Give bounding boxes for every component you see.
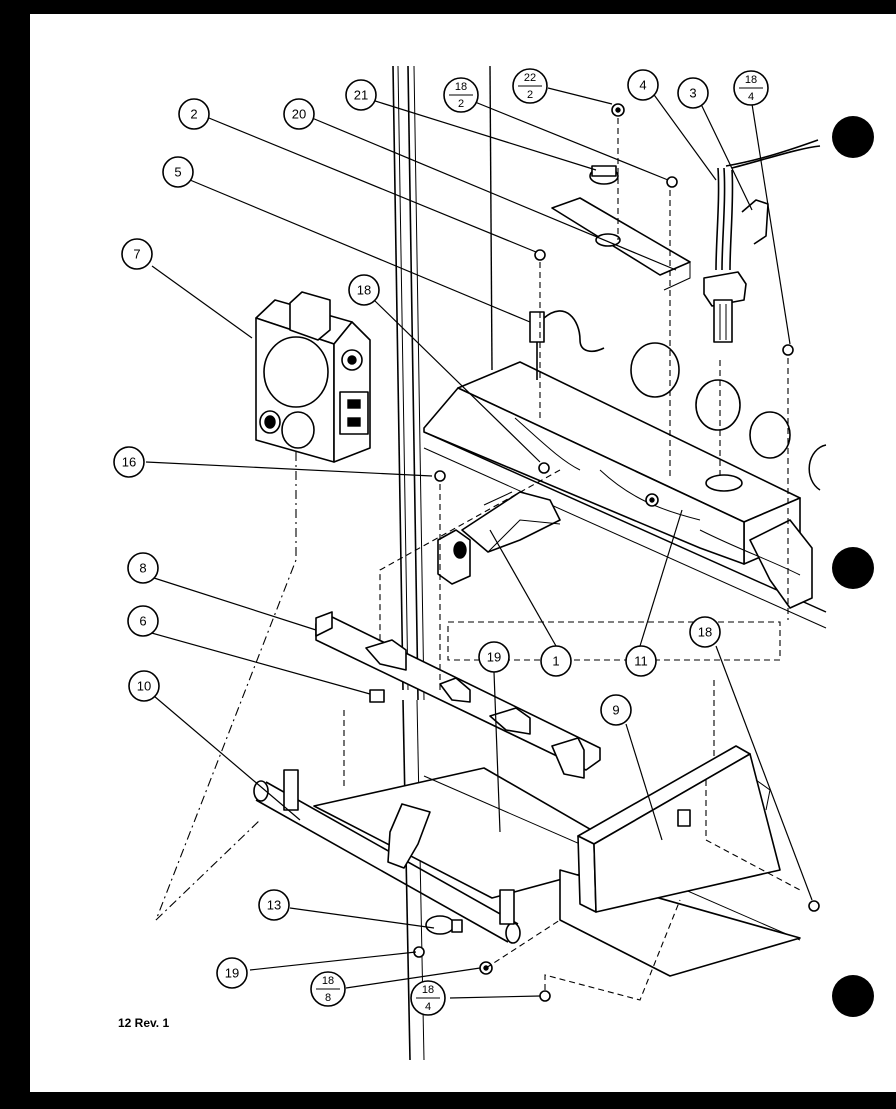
manifold-bracket bbox=[423, 361, 827, 629]
callout-11: 11 bbox=[625, 645, 657, 677]
callout-18-upper: 18 bbox=[348, 274, 380, 306]
leader-lines bbox=[145, 87, 813, 999]
pipe-clamp bbox=[425, 915, 463, 935]
callout-6-label: 6 bbox=[139, 614, 146, 629]
fraction-callout-18-2: 18 2 bbox=[443, 77, 479, 113]
fraction-callout-22-2: 22 2 bbox=[512, 68, 548, 104]
front-bracket bbox=[315, 611, 601, 779]
igniter bbox=[703, 139, 821, 343]
callout-5-label: 5 bbox=[174, 165, 181, 180]
callout-10: 10 bbox=[128, 670, 160, 702]
flame-sensor bbox=[529, 310, 605, 380]
fraction-callout-18-4-upper: 18 4 bbox=[733, 70, 769, 106]
callout-19-upper-label: 19 bbox=[487, 650, 501, 665]
callout-13-label: 13 bbox=[267, 898, 281, 913]
callout-20-label: 20 bbox=[292, 107, 306, 122]
fraction-callout-18-8-top: 18 bbox=[322, 975, 334, 987]
callout-1-label: 1 bbox=[552, 654, 559, 669]
callout-10-label: 10 bbox=[137, 679, 151, 694]
igniter-bracket bbox=[741, 199, 769, 245]
callout-1: 1 bbox=[540, 645, 572, 677]
binder-hole-bottom bbox=[832, 975, 874, 1017]
callout-16-label: 16 bbox=[122, 455, 136, 470]
callout-4-label: 4 bbox=[639, 78, 646, 93]
assembly-lines bbox=[155, 118, 801, 1001]
fraction-callout-18-4-lower-bottom: 4 bbox=[425, 1001, 431, 1013]
callout-6: 6 bbox=[127, 605, 159, 637]
fraction-callout-18-4-lower-top: 18 bbox=[422, 984, 434, 996]
fraction-callout-22-2-bottom: 2 bbox=[527, 89, 533, 101]
fraction-callout-18-4-lower: 18 4 bbox=[410, 980, 446, 1016]
burner-openings bbox=[630, 342, 827, 491]
fraction-callout-18-4-upper-bottom: 4 bbox=[748, 91, 754, 103]
callout-13: 13 bbox=[258, 889, 290, 921]
callout-19-lower: 19 bbox=[216, 957, 248, 989]
limit-switch bbox=[589, 165, 619, 185]
callout-19-lower-label: 19 bbox=[225, 966, 239, 981]
callout-4: 4 bbox=[627, 69, 659, 101]
callout-18-upper-label: 18 bbox=[357, 283, 371, 298]
fraction-callout-18-2-bottom: 2 bbox=[458, 98, 464, 110]
callout-16: 16 bbox=[113, 446, 145, 478]
callout-18-right-label: 18 bbox=[698, 625, 712, 640]
callout-20: 20 bbox=[283, 98, 315, 130]
sensor-plate bbox=[551, 197, 691, 291]
callout-21: 21 bbox=[345, 79, 377, 111]
callout-2: 2 bbox=[178, 98, 210, 130]
fraction-callout-18-4-upper-top: 18 bbox=[745, 74, 757, 86]
fraction-callout-18-2-top: 18 bbox=[455, 81, 467, 93]
binder-hole-middle bbox=[832, 547, 874, 589]
callout-9: 9 bbox=[600, 694, 632, 726]
callout-8: 8 bbox=[127, 552, 159, 584]
pilot-burner bbox=[437, 491, 561, 585]
binder-hole-top bbox=[832, 116, 874, 158]
callout-3-label: 3 bbox=[689, 86, 696, 101]
fraction-callout-18-8-bottom: 8 bbox=[325, 992, 331, 1004]
callout-11-label: 11 bbox=[634, 654, 648, 669]
callout-9-label: 9 bbox=[612, 703, 619, 718]
junction-box bbox=[577, 745, 781, 913]
callout-19-upper: 19 bbox=[478, 641, 510, 673]
fraction-callout-18-8: 18 8 bbox=[310, 971, 346, 1007]
callout-3: 3 bbox=[677, 77, 709, 109]
sheet-revision-label: 12 Rev. 1 bbox=[118, 1016, 170, 1030]
callout-7: 7 bbox=[121, 238, 153, 270]
callout-7-label: 7 bbox=[133, 247, 140, 262]
manifold-pipe bbox=[253, 769, 521, 944]
callout-8-label: 8 bbox=[139, 561, 146, 576]
callout-2-label: 2 bbox=[190, 107, 197, 122]
fasteners bbox=[369, 103, 820, 1002]
callout-5: 5 bbox=[162, 156, 194, 188]
callout-18-right: 18 bbox=[689, 616, 721, 648]
fraction-callout-22-2-top: 22 bbox=[524, 72, 536, 84]
vertical-rails bbox=[392, 65, 493, 1061]
gas-valve bbox=[255, 291, 371, 463]
callout-21-label: 21 bbox=[354, 88, 368, 103]
